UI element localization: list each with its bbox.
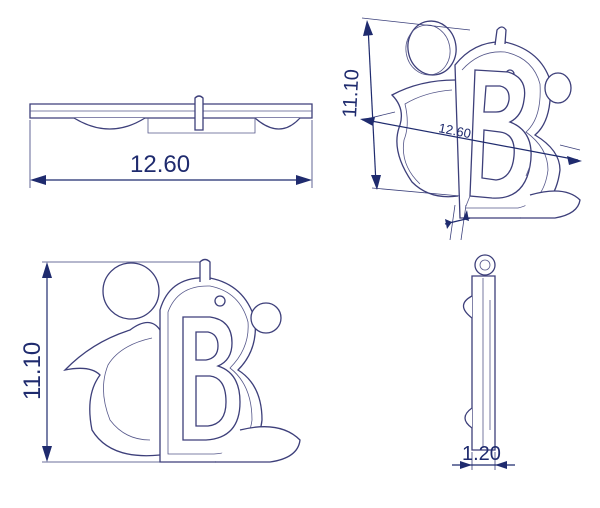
iso-height-label: 11.10	[339, 69, 364, 119]
isometric-view: 11.10 12.60	[339, 17, 582, 241]
side-view: 1.20	[452, 254, 515, 470]
side-thickness-label: 1.20	[462, 443, 501, 465]
front-height-label: 11.10	[19, 342, 46, 400]
top-view: 12.60	[29, 95, 313, 188]
top-width-label: 12.60	[130, 151, 190, 178]
front-view: 11.10	[19, 258, 301, 463]
iso-width-label: 12.60	[437, 120, 472, 141]
letter-b	[182, 316, 241, 441]
iso-letter-b	[465, 69, 532, 207]
